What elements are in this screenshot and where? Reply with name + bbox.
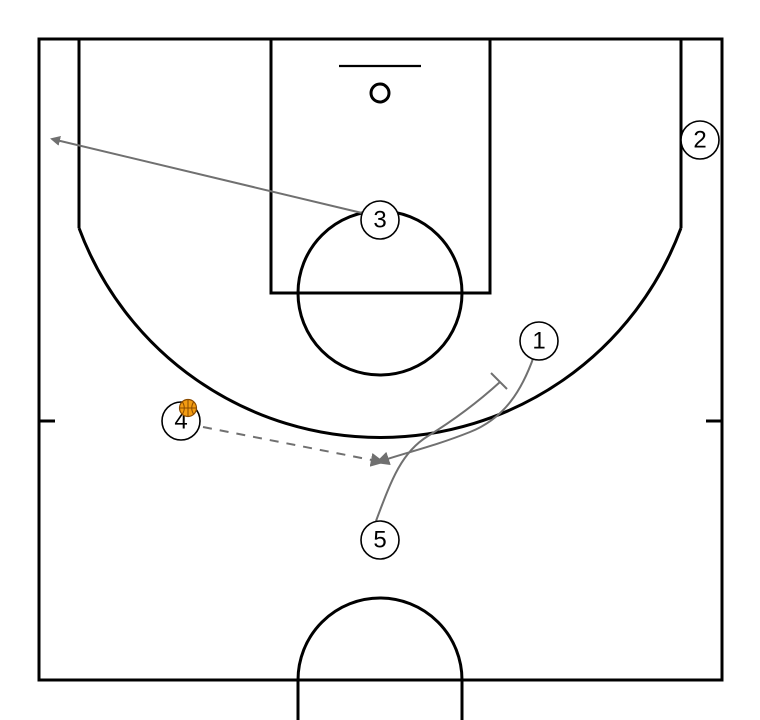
player-2-label: 2 (693, 127, 706, 154)
basket-rim (369, 82, 391, 104)
player-5-circle (360, 520, 400, 560)
player-3-circle (360, 200, 400, 240)
center-circle (296, 596, 464, 720)
player-3-label: 3 (373, 207, 386, 234)
player-2-circle (680, 120, 720, 160)
player-5-marker[interactable]: 5 (360, 520, 400, 560)
cut-path-player-3 (50, 135, 363, 214)
paint-lane (269, 37, 492, 295)
cut-path-player-1 (375, 355, 535, 466)
basketball-icon (178, 398, 198, 418)
players: 1 2 3 4 5 (161, 120, 720, 560)
player-3-marker[interactable]: 3 (360, 200, 400, 240)
player-1-circle (519, 321, 559, 361)
player-1-marker[interactable]: 1 (519, 321, 559, 361)
pass-path-player-4 (202, 426, 385, 467)
court-boundary (37, 37, 724, 682)
screen-path-player-5 (375, 381, 501, 522)
screen-bar (490, 372, 508, 390)
play-actions (50, 135, 535, 522)
player-5-label: 5 (373, 527, 386, 554)
court (37, 37, 724, 720)
player-1-label: 1 (532, 328, 545, 355)
three-point-arc (77, 227, 683, 439)
player-2-marker[interactable]: 2 (680, 120, 720, 160)
